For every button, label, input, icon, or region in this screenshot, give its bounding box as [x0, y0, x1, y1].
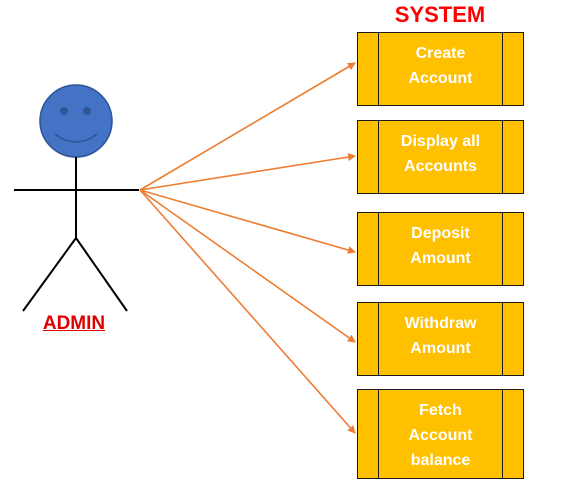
use-case-left-bar	[378, 303, 379, 375]
use-case-right-bar	[502, 390, 503, 478]
use-case-display-all-accounts: Display all Accounts	[357, 120, 524, 194]
use-case-left-bar	[378, 121, 379, 193]
use-case-left-bar	[378, 390, 379, 478]
system-title: SYSTEM	[394, 2, 486, 27]
arrow-to-display-all-accounts	[139, 153, 356, 191]
use-case-withdraw-amount: Withdraw Amount	[357, 302, 524, 376]
actor-right-eye	[83, 107, 91, 115]
use-case-left-bar	[378, 33, 379, 105]
use-case-right-bar	[502, 303, 503, 375]
use-case-label: Withdraw Amount	[404, 315, 477, 357]
actor-smile	[54, 133, 98, 143]
use-case-right-bar	[502, 121, 503, 193]
arrow-to-withdraw-amount	[139, 189, 356, 343]
actor-head	[39, 84, 113, 158]
use-case-deposit-amount: Deposit Amount	[357, 212, 524, 286]
use-case-label: Display all Accounts	[400, 133, 481, 175]
actor-left-eye	[60, 107, 68, 115]
use-case-fetch-account-balance: Fetch Account balance	[357, 389, 524, 479]
actor-left-leg	[22, 237, 77, 312]
actor-label: ADMIN	[42, 313, 106, 334]
use-case-label: Fetch Account balance	[408, 402, 473, 469]
use-case-right-bar	[502, 33, 503, 105]
use-case-label: Deposit Amount	[410, 225, 471, 267]
use-case-left-bar	[378, 213, 379, 285]
association-arrows	[139, 62, 356, 434]
arrow-to-fetch-account-balance	[139, 189, 356, 434]
arrow-to-create-account	[139, 62, 356, 191]
use-case-right-bar	[502, 213, 503, 285]
use-case-label: Create Account	[408, 45, 473, 87]
arrow-to-deposit-amount	[139, 189, 356, 254]
actor-right-leg	[75, 237, 128, 312]
use-case-create-account: Create Account	[357, 32, 524, 106]
actor-figure	[14, 84, 139, 312]
